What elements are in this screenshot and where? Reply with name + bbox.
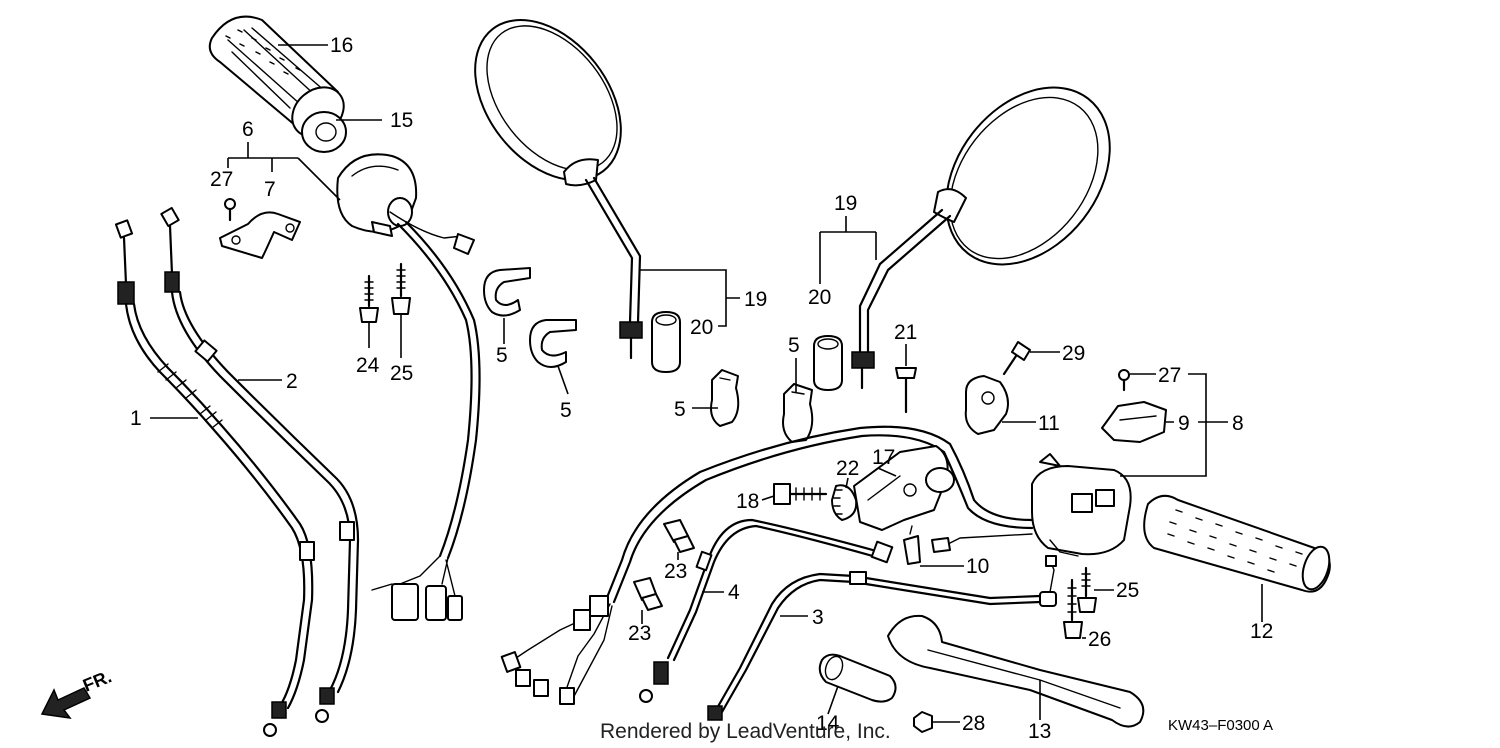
clamp-5a-drawing <box>483 267 531 317</box>
part-label-8: 8 <box>1232 412 1244 435</box>
part-label-5c: 5 <box>674 398 686 421</box>
part-label-23-lower: 23 <box>628 622 651 645</box>
part-label-10: 10 <box>966 555 989 578</box>
part-label-20-left: 20 <box>690 316 713 339</box>
part-label-26: 26 <box>1088 628 1111 651</box>
clamp-5c-drawing <box>710 369 740 427</box>
part-label-14: 12 <box>1250 620 1273 643</box>
bolt-25-right-drawing <box>1077 566 1097 613</box>
clutch-cable-4-drawing <box>639 518 894 703</box>
part-label-3: 3 <box>812 606 824 629</box>
part-label-22: 22 <box>836 457 859 480</box>
mirror-cover-20-right-drawing <box>813 335 843 391</box>
part-label-12: 15 <box>390 109 413 132</box>
part-label-15: 17 <box>872 446 895 469</box>
washer-22-drawing <box>831 484 858 521</box>
front-direction-arrow <box>40 687 92 719</box>
part-label-25-right: 25 <box>1116 579 1139 602</box>
part-label-5b: 5 <box>560 399 572 422</box>
clutch-switch-10-drawing <box>903 525 921 565</box>
nut-28-drawing <box>913 711 933 733</box>
leader-lines <box>150 44 1263 723</box>
part-label-9: 9 <box>1178 412 1190 435</box>
left-switch-housing-drawing <box>336 153 475 255</box>
left-wire-harness-drawing <box>371 220 481 621</box>
part-label-27-right: 27 <box>1158 364 1181 387</box>
part-label-27-left: 27 <box>210 168 233 191</box>
part-label-16: 13 <box>1028 720 1051 743</box>
lever-holder-15-drawing <box>853 445 955 531</box>
connector-23-upper-drawing <box>663 519 695 553</box>
part-label-13: 16 <box>330 34 353 57</box>
throttle-cable-2-drawing <box>160 206 360 723</box>
screw-27-right-drawing <box>1118 369 1130 392</box>
part-label-29: 29 <box>1062 342 1085 365</box>
throttle-cable-1-drawing <box>114 219 315 737</box>
bolt-24-drawing <box>359 274 379 323</box>
right-wire-harness-drawing <box>500 425 1034 705</box>
part-label-19-left: 19 <box>744 288 767 311</box>
part-label-17: 14 <box>816 712 840 735</box>
part-label-11: 11 <box>1038 412 1060 435</box>
bolt-18-drawing <box>773 483 828 505</box>
throttle-grip-drawing <box>208 15 347 153</box>
part-label-5d: 5 <box>788 334 800 357</box>
part-label-21: 21 <box>894 321 917 344</box>
part-label-1: 1 <box>130 407 142 430</box>
clutch-cable-3-drawing <box>707 555 1057 721</box>
connector-23-lower-drawing <box>633 577 663 611</box>
diagram-code: KW43–F0300 A <box>1168 717 1273 734</box>
part-label-20-right: 20 <box>808 286 831 309</box>
part-label-18: 18 <box>736 490 759 513</box>
part-label-28: 28 <box>962 712 985 735</box>
part-label-25-left: 25 <box>390 362 413 385</box>
left-mirror-drawing <box>474 19 643 360</box>
part-label-7: 7 <box>264 178 276 201</box>
switch-bracket-9-drawing <box>1101 401 1167 443</box>
right-mirror-drawing <box>851 86 1111 390</box>
part-label-6: 6 <box>242 118 254 141</box>
part-label-4: 4 <box>728 581 740 604</box>
part-label-5a: 5 <box>496 344 508 367</box>
part-label-24: 24 <box>356 354 380 377</box>
part-label-19-right: 19 <box>834 192 857 215</box>
render-credit: Rendered by LeadVenture, Inc. <box>600 720 891 743</box>
screw-27-left-drawing <box>224 198 236 222</box>
bolt-26-drawing <box>1063 578 1083 639</box>
part-label-2: 2 <box>286 370 298 393</box>
part-label-23-upper: 23 <box>664 560 687 583</box>
clamp-5b-drawing <box>529 319 577 368</box>
clamp-5d-drawing <box>782 383 814 443</box>
right-grip-drawing <box>1143 494 1331 593</box>
pin-21-drawing <box>895 367 917 414</box>
right-switch-housing-drawing <box>1031 453 1132 557</box>
switch-clamp-drawing <box>219 211 301 259</box>
mirror-cover-20-left-drawing <box>651 311 681 373</box>
bolt-29-drawing <box>1002 341 1031 376</box>
dust-cover-17-drawing <box>818 653 897 703</box>
part-labels: 16 15 6 27 7 2 1 24 25 5 5 5 5 20 19 19 … <box>130 34 1273 743</box>
front-direction-label: FR. <box>80 666 114 695</box>
bolt-25-left-drawing <box>391 262 411 315</box>
lever-clamp-11-drawing <box>964 375 1009 435</box>
